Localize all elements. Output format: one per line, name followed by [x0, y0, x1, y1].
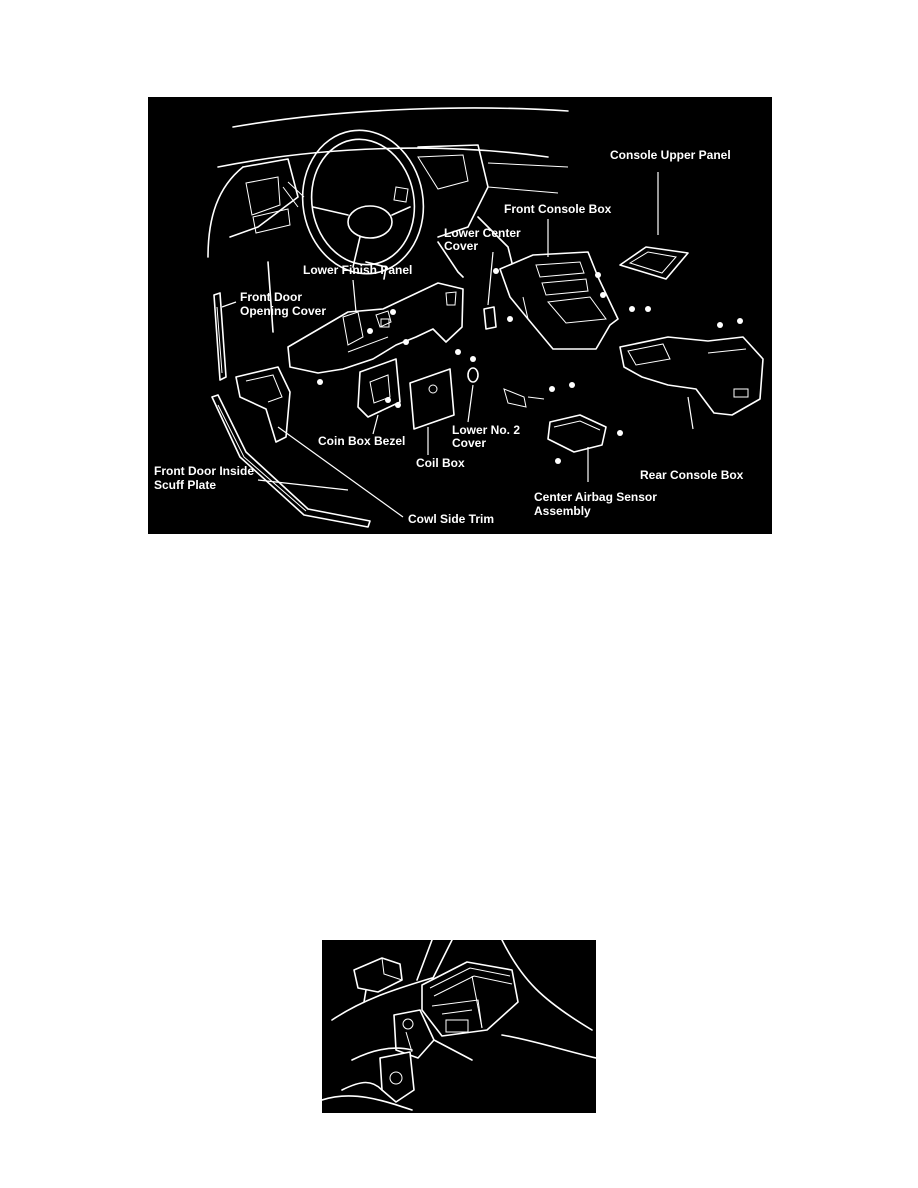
- part-labels: Console Upper Panel Front Console Box Lo…: [154, 148, 744, 526]
- label-console-upper-panel: Console Upper Panel: [610, 148, 731, 162]
- cowl-side-trim-part: [235, 366, 291, 443]
- label-lower-center-cover-line2: Cover: [444, 239, 478, 253]
- label-coil-box: Coil Box: [416, 456, 465, 470]
- label-coin-box-bezel: Coin Box Bezel: [318, 434, 405, 448]
- label-lower-no2-cover-line2: Cover: [452, 436, 486, 450]
- label-front-door-opening-cover-line2: Opening Cover: [240, 304, 326, 318]
- dashboard-drawing: [207, 107, 569, 333]
- label-front-door-inside-scuff-plate-line2: Scuff Plate: [154, 478, 216, 492]
- label-cowl-side-trim: Cowl Side Trim: [408, 512, 494, 526]
- coil-box-part: [409, 368, 455, 430]
- label-center-airbag-sensor-assembly-line2: Assembly: [534, 504, 591, 518]
- lower-finish-panel-part: [287, 282, 464, 374]
- exploded-view-svg: Console Upper Panel Front Console Box Lo…: [154, 107, 764, 528]
- label-lower-center-cover-line1: Lower Center: [444, 226, 521, 240]
- screws: [317, 268, 743, 464]
- detail-drawing: [321, 939, 597, 1111]
- rear-console-box-part: [619, 336, 764, 416]
- label-lower-finish-panel: Lower Finish Panel: [303, 263, 412, 277]
- lower-center-cover-part: [483, 306, 497, 330]
- label-front-console-box: Front Console Box: [504, 202, 612, 216]
- front-door-inside-scuff-plate-part: [211, 394, 371, 528]
- front-console-box-part: [499, 251, 619, 350]
- label-rear-console-box: Rear Console Box: [640, 468, 744, 482]
- detail-svg: [321, 939, 597, 1111]
- airbag-sensor-detail-illustration: [321, 939, 597, 1113]
- label-front-door-inside-scuff-plate-line1: Front Door Inside: [154, 464, 254, 478]
- console-upper-panel-part: [619, 246, 689, 280]
- front-door-opening-cover-part: [213, 292, 227, 381]
- leader-lines: [221, 172, 694, 518]
- exploded-view-diagram: Console Upper Panel Front Console Box Lo…: [148, 97, 772, 534]
- lower-no2-cover-part: [467, 367, 479, 383]
- center-airbag-sensor-part: [503, 388, 607, 453]
- label-front-door-opening-cover-line1: Front Door: [240, 290, 302, 304]
- coin-box-bezel-part: [357, 358, 401, 418]
- label-lower-no2-cover-line1: Lower No. 2: [452, 423, 520, 437]
- label-center-airbag-sensor-assembly-line1: Center Airbag Sensor: [534, 490, 657, 504]
